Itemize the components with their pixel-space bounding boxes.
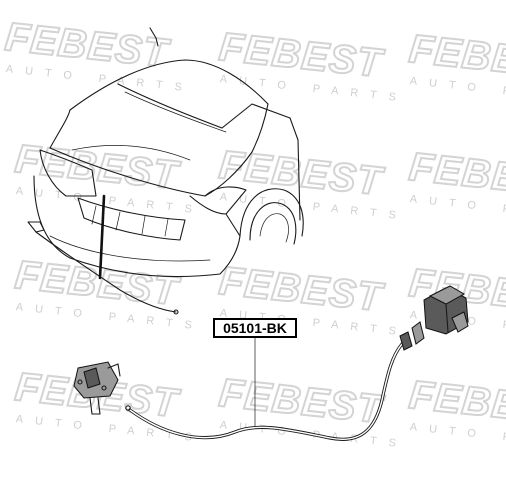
release-handle xyxy=(399,285,469,351)
hood-left-edge xyxy=(49,109,71,149)
watermark-sub: AUTO PARTS xyxy=(409,421,506,453)
hood-top-edge xyxy=(69,59,269,111)
watermark-tile: FEBEST AUTO PARTS xyxy=(2,14,195,95)
latch-stem xyxy=(89,397,101,415)
front-cable xyxy=(35,231,177,313)
latch-bracket xyxy=(107,363,121,377)
hood-front-edge xyxy=(49,147,253,197)
cowl-line-inner xyxy=(124,91,227,133)
part-number-callout: 05101-BK xyxy=(213,318,297,338)
watermark-tile: FEBEST AUTO PARTS xyxy=(406,26,506,107)
cable-ferrule xyxy=(399,331,413,351)
watermark-sub: AUTO PARTS xyxy=(409,193,506,225)
door-edge xyxy=(289,117,301,221)
watermark-tile: FEBEST AUTO PARTS xyxy=(406,144,506,225)
handle-edge xyxy=(445,303,449,333)
watermark-tile: FEBEST AUTO PARTS xyxy=(12,252,205,333)
hood-right-edge xyxy=(251,103,269,153)
main-cable-core xyxy=(129,343,403,440)
cowl-line xyxy=(117,83,223,129)
wheel-rim xyxy=(259,213,289,243)
wheel-arch xyxy=(239,188,304,237)
cable-end-connector xyxy=(27,221,45,233)
grille xyxy=(77,197,186,241)
bumper-line xyxy=(49,235,211,262)
watermark-sub: AUTO PARTS xyxy=(409,75,506,107)
a-pillar xyxy=(221,103,291,129)
fender-line xyxy=(225,213,241,237)
cable-end-cap xyxy=(173,309,179,315)
watermark-tile: FEBEST AUTO PARTS xyxy=(216,370,409,451)
handle-lever xyxy=(451,311,469,333)
grille-bars xyxy=(91,205,169,237)
front-cable-route xyxy=(27,221,179,315)
hood-prop-rod xyxy=(98,194,106,280)
hood-latch xyxy=(73,361,121,415)
latch-bolt xyxy=(101,385,107,391)
watermark-tile: FEBEST AUTO PARTS xyxy=(406,372,506,453)
cable-latch-end xyxy=(125,405,131,411)
antenna-line xyxy=(149,27,159,47)
watermark-tile: FEBEST AUTO PARTS xyxy=(12,136,205,217)
cable-boot xyxy=(411,321,425,345)
left-headlight xyxy=(39,149,97,197)
hood-crease xyxy=(71,145,191,161)
right-headlight xyxy=(189,186,247,215)
watermark-tile: FEBEST AUTO PARTS xyxy=(216,24,409,105)
latch-bolt xyxy=(77,379,83,385)
handle-top xyxy=(428,285,466,305)
latch-mechanism xyxy=(83,367,101,389)
tire xyxy=(249,202,297,245)
hood-release-cable xyxy=(125,337,404,441)
